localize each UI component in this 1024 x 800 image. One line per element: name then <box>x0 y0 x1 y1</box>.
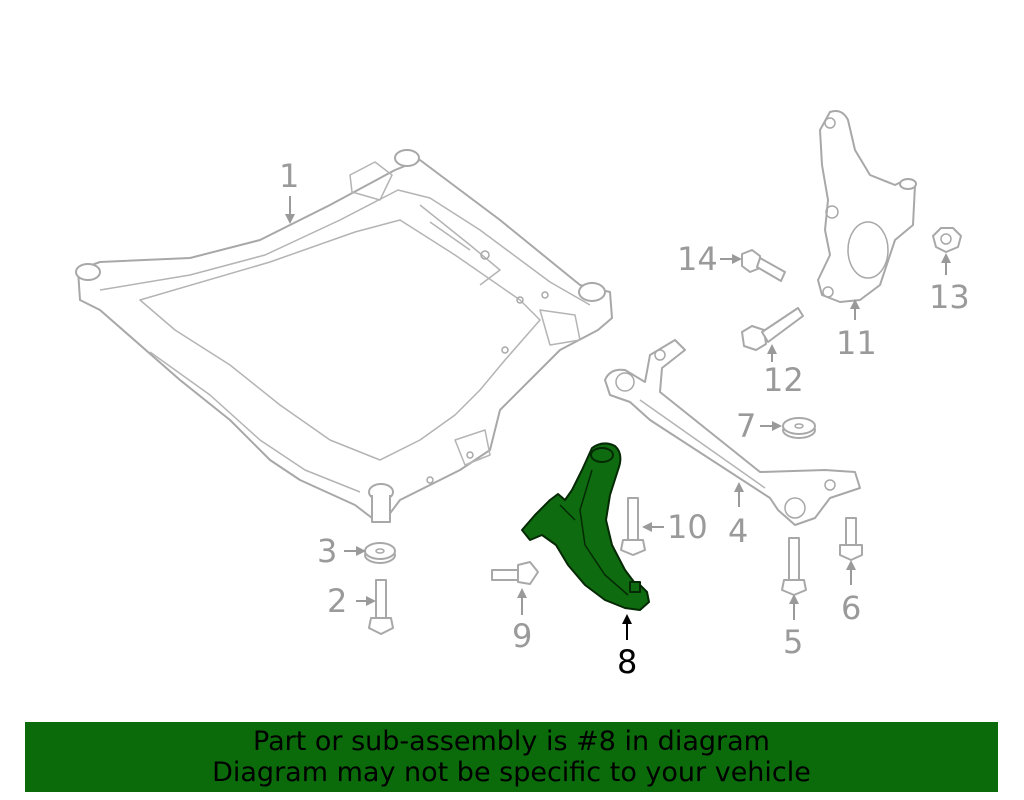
part-6-bolt <box>839 517 863 561</box>
part-10-bolt <box>620 497 646 556</box>
label-part-9: 9 <box>512 617 533 655</box>
label-part-6: 6 <box>841 589 862 627</box>
part-11-knuckle <box>817 110 917 303</box>
parts-diagram: 1 2 3 4 5 6 7 8 9 10 11 12 13 14 <box>75 110 970 681</box>
notice-banner: Part or sub-assembly is #8 in diagram Di… <box>25 722 998 792</box>
part-12-bolt <box>741 307 804 351</box>
label-part-14: 14 <box>677 240 718 278</box>
part-13-nut <box>932 227 962 253</box>
label-part-8: 8 <box>617 643 638 681</box>
banner-line-disclaimer: Diagram may not be specific to your vehi… <box>212 757 811 788</box>
label-part-2: 2 <box>327 582 348 620</box>
part-3-washer <box>364 542 396 564</box>
label-part-13: 13 <box>929 278 970 316</box>
label-part-11: 11 <box>836 324 877 362</box>
part-8-control-arm <box>521 442 650 611</box>
label-part-7: 7 <box>736 407 757 445</box>
label-part-3: 3 <box>317 532 338 570</box>
part-4-member <box>604 339 861 526</box>
part-1-subframe <box>75 149 613 523</box>
part-7-washer <box>782 417 816 439</box>
part-14-bolt <box>741 249 786 282</box>
label-part-5: 5 <box>783 623 804 661</box>
part-2-bolt <box>368 579 394 635</box>
label-part-12: 12 <box>763 361 804 399</box>
leader-arrows <box>285 196 951 640</box>
banner-line-part: Part or sub-assembly is #8 in diagram <box>253 726 770 757</box>
label-part-4: 4 <box>728 512 749 550</box>
label-part-10: 10 <box>667 508 708 546</box>
part-9-bolt <box>491 561 539 585</box>
label-part-1: 1 <box>279 157 300 195</box>
diagram-drawing <box>75 110 962 640</box>
part-5-bolt <box>781 537 807 596</box>
